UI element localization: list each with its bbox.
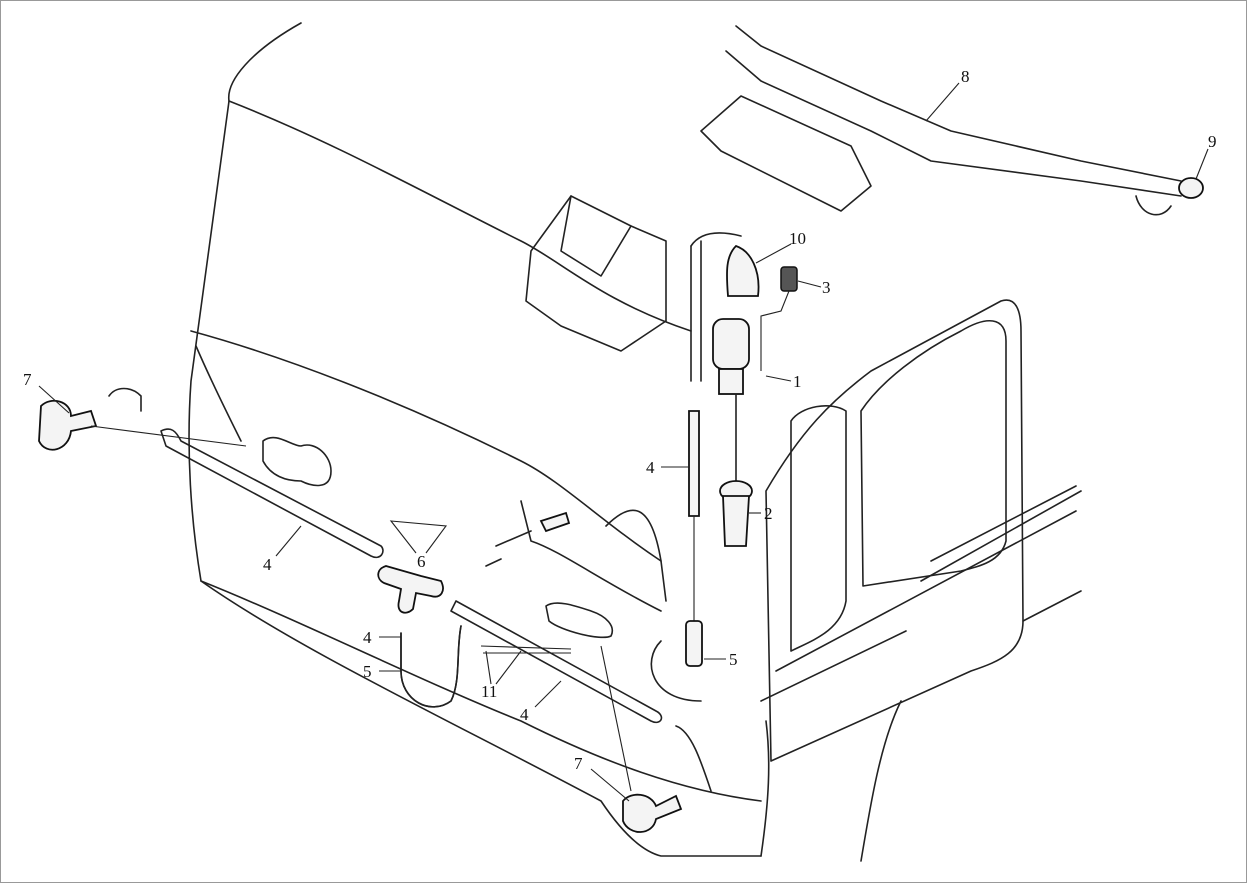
callout-10: 10 xyxy=(789,229,806,248)
callout-labels: 7 4 6 4 5 11 4 7 5 2 4 1 3 10 8 9 xyxy=(23,67,1217,773)
callout-11: 11 xyxy=(481,682,497,701)
callout-7-right: 7 xyxy=(574,754,583,773)
callout-4-lower: 4 xyxy=(520,705,529,724)
callout-8: 8 xyxy=(961,67,970,86)
washer-nozzle-left xyxy=(38,399,247,451)
callout-4-grille: 4 xyxy=(263,555,272,574)
leader-lines xyxy=(38,82,1209,802)
callout-3: 3 xyxy=(822,278,831,297)
callout-5-hose: 5 xyxy=(363,662,372,681)
callout-5-connector: 5 xyxy=(729,650,738,669)
hoses-and-connectors xyxy=(377,511,572,708)
callout-1: 1 xyxy=(793,372,802,391)
callout-4-pump-hose: 4 xyxy=(646,458,655,477)
callout-9: 9 xyxy=(1208,132,1217,151)
callout-4-hose: 4 xyxy=(363,628,372,647)
callout-2: 2 xyxy=(764,504,773,523)
wiper-arm-assembly xyxy=(700,25,1204,216)
truck-cab-outline xyxy=(108,22,1082,862)
callout-7-left: 7 xyxy=(23,370,32,389)
washer-reservoir xyxy=(525,195,742,382)
washer-nozzle-right xyxy=(600,645,683,833)
washer-pump xyxy=(685,244,798,667)
callout-6: 6 xyxy=(417,552,426,571)
